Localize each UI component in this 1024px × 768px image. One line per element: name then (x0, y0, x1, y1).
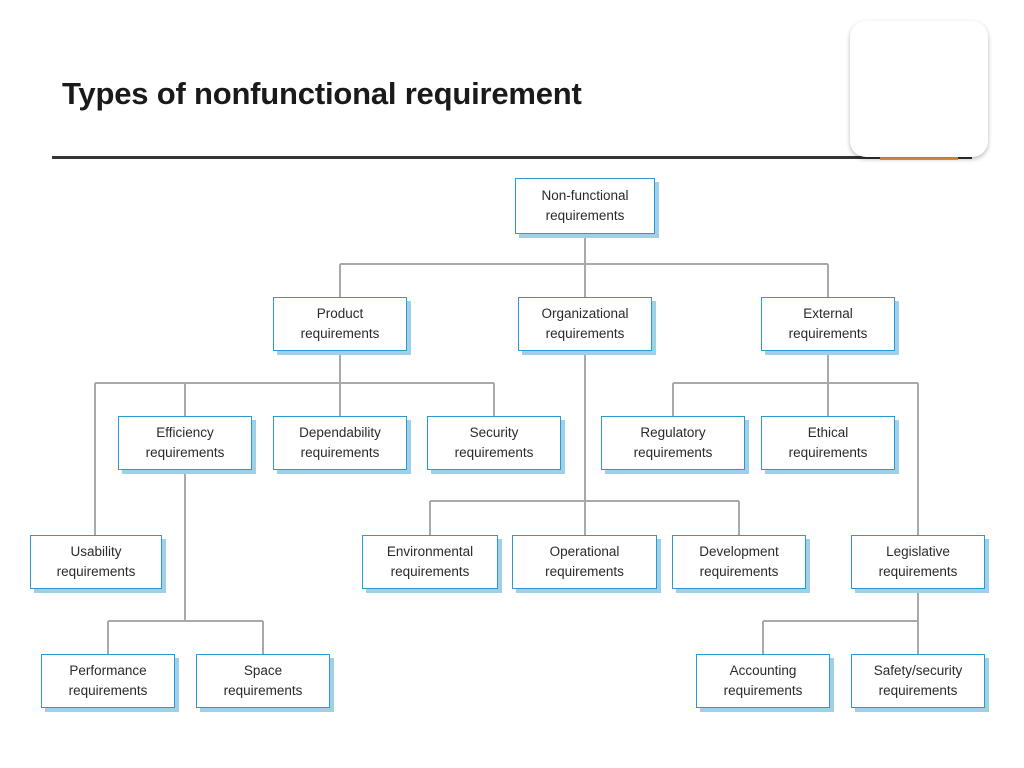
node-label: requirements (145, 445, 225, 460)
node-label: requirements (300, 326, 380, 341)
node-label: requirements (633, 445, 713, 460)
node-legislative: Legislative requirements (851, 535, 985, 589)
node-accounting: Accounting requirements (696, 654, 830, 708)
node-label: Space (243, 663, 283, 678)
node-label: Ethical (807, 425, 849, 440)
node-safety-security: Safety/security requirements (851, 654, 985, 708)
node-usability: Usability requirements (30, 535, 162, 589)
node-label: External (803, 306, 853, 321)
node-label: requirements (545, 208, 625, 223)
node-label: requirements (545, 564, 624, 579)
corner-card (850, 21, 988, 157)
node-label: Non-functional (541, 188, 629, 203)
node-space: Space requirements (196, 654, 330, 708)
node-regulatory: Regulatory requirements (601, 416, 745, 470)
node-label: Usability (70, 544, 122, 559)
node-label: requirements (723, 683, 803, 698)
node-label: requirements (788, 445, 868, 460)
slide-title: Types of nonfunctional requirement (62, 76, 582, 111)
node-organizational: Organizational requirements (518, 297, 652, 351)
node-environmental: Environmental requirements (362, 535, 498, 589)
node-label: Product (316, 306, 364, 321)
node-product: Product requirements (273, 297, 407, 351)
node-label: Safety/security (873, 663, 963, 678)
node-label: requirements (56, 564, 136, 579)
node-label: requirements (390, 564, 470, 579)
node-label: Operational (549, 544, 620, 559)
node-label: Environmental (386, 544, 474, 559)
node-label: Organizational (541, 306, 629, 321)
node-label: Development (699, 544, 779, 559)
node-operational: Operational requirements (512, 535, 657, 589)
title-rule (52, 156, 972, 159)
node-label: Dependability (299, 425, 381, 440)
node-label: requirements (788, 326, 868, 341)
node-label: Legislative (886, 544, 950, 559)
node-label: requirements (545, 326, 625, 341)
node-label: requirements (300, 445, 380, 460)
node-label: Security (469, 425, 519, 440)
node-development: Development requirements (672, 535, 806, 589)
node-label: Accounting (729, 663, 797, 678)
node-label: requirements (454, 445, 534, 460)
node-security: Security requirements (427, 416, 561, 470)
node-label: Performance (69, 663, 147, 678)
node-efficiency: Efficiency requirements (118, 416, 252, 470)
node-external: External requirements (761, 297, 895, 351)
node-nonfunctional: Non-functional requirements (515, 178, 655, 234)
node-label: requirements (223, 683, 303, 698)
node-label: Efficiency (156, 425, 214, 440)
node-label: requirements (878, 564, 958, 579)
node-label: requirements (68, 683, 148, 698)
node-label: Regulatory (640, 425, 706, 440)
corner-accent (880, 156, 958, 160)
node-dependability: Dependability requirements (273, 416, 407, 470)
node-label: requirements (699, 564, 779, 579)
node-label: requirements (878, 683, 958, 698)
node-performance: Performance requirements (41, 654, 175, 708)
node-ethical: Ethical requirements (761, 416, 895, 470)
